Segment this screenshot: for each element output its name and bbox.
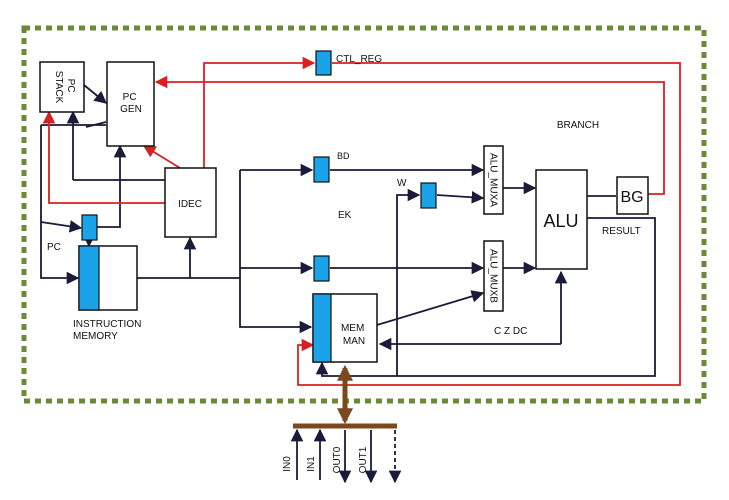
branch-label: BRANCH bbox=[557, 120, 599, 131]
idec-label: IDEC bbox=[178, 199, 202, 210]
pc-stack-block bbox=[39, 61, 85, 113]
bg-label: BG bbox=[620, 189, 643, 206]
pc-register bbox=[81, 214, 98, 241]
pc-stack-label: PC STACK bbox=[53, 71, 76, 104]
w-label: W bbox=[397, 178, 407, 189]
ctl-reg-label: CTL_REG bbox=[336, 54, 382, 65]
io-lines bbox=[290, 428, 402, 484]
ek-label: EK bbox=[338, 210, 352, 221]
alu-block bbox=[535, 169, 588, 270]
control-paths bbox=[42, 56, 681, 386]
out0-label: OUT0 bbox=[332, 446, 343, 473]
w-register bbox=[420, 182, 437, 209]
out1-label: OUT1 bbox=[358, 446, 369, 473]
io-bus bbox=[293, 364, 397, 429]
instruction-memory-register bbox=[78, 245, 100, 311]
idec-block bbox=[164, 167, 217, 238]
bd-register bbox=[313, 156, 330, 183]
bd-label: BD bbox=[337, 151, 350, 161]
alu-label: ALU bbox=[543, 211, 578, 231]
in0-label: IN0 bbox=[282, 456, 293, 472]
czdc-label: C Z DC bbox=[494, 326, 527, 337]
chip-boundary bbox=[21, 25, 707, 404]
mem-man-register bbox=[312, 293, 332, 363]
pc-gen-block bbox=[106, 61, 155, 147]
bg-block bbox=[616, 176, 649, 215]
alu-muxb-block bbox=[483, 240, 504, 312]
data-paths bbox=[40, 84, 656, 377]
alu-muxb-label: ALU_MUXB bbox=[487, 249, 498, 303]
mem-man-label: MEM MAN bbox=[341, 323, 367, 347]
ctl-reg-register bbox=[315, 50, 332, 76]
in1-label: IN1 bbox=[306, 456, 317, 472]
pc-gen-label: PC GEN bbox=[120, 92, 142, 115]
ek-register bbox=[313, 255, 330, 282]
alu-muxa-label: ALU_MUXA bbox=[487, 153, 498, 207]
result-label: RESULT bbox=[602, 226, 641, 237]
instruction-memory-label: INSTRUCTION MEMORY bbox=[73, 319, 144, 342]
alu-muxa-block bbox=[483, 145, 504, 215]
pc-label: PC bbox=[47, 242, 61, 253]
